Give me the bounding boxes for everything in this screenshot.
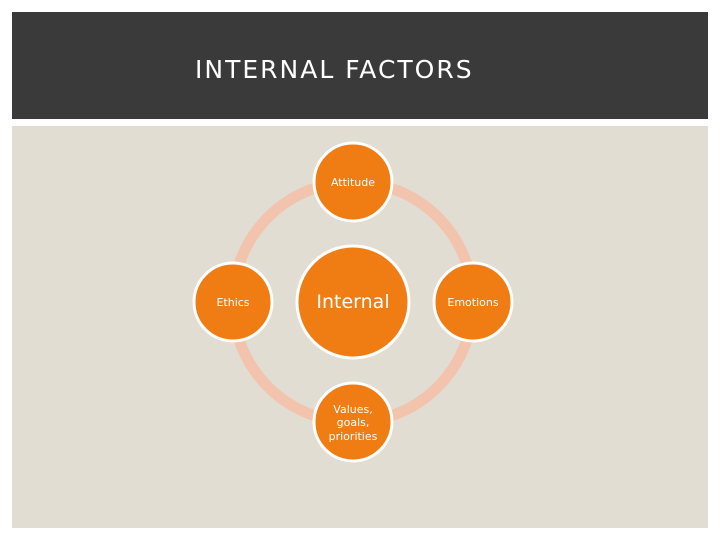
top-node-label: Attitude [330,176,376,190]
left-node-label: Ethics [216,296,250,310]
center-node-label: Internal [316,290,390,313]
bottom-node-label: Values, goals, priorities [328,403,378,443]
top-node-shape [312,141,394,223]
left-node-shape [192,261,274,343]
slide-title: INTERNAL FACTORS [195,55,474,84]
right-node-label: Emotions [447,296,499,310]
center-node-shape [295,244,411,360]
right-node-shape [432,261,514,343]
bottom-node-shape [312,381,394,463]
title-bar [12,12,708,119]
